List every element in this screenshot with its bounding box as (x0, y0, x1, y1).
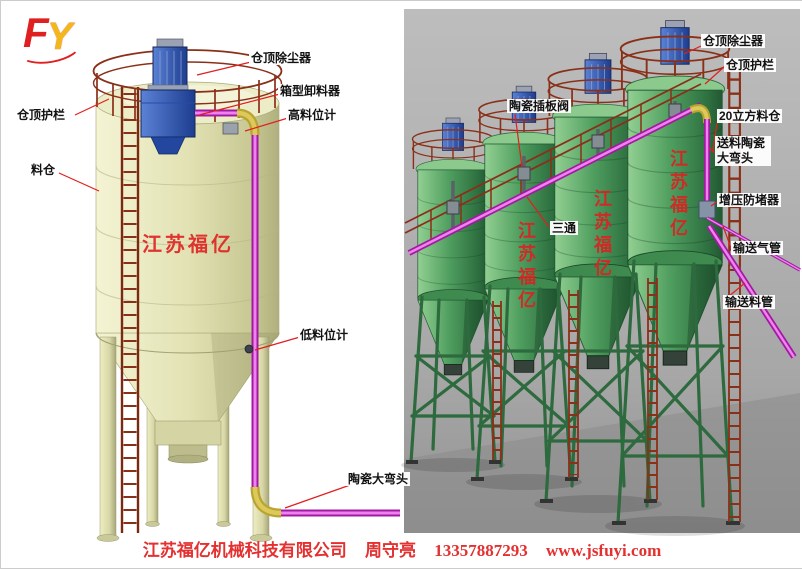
silo-shadows (401, 458, 745, 536)
fy-logo: F Y (17, 9, 93, 69)
booster-device (698, 200, 716, 219)
left-level-gauges (222, 122, 254, 354)
label-booster-anti-clog: 增压防堵器 (717, 193, 782, 207)
label-left-dust-collector: 仓顶除尘器 (249, 51, 314, 65)
footer-company: 江苏福亿机械科技有限公司 (142, 541, 347, 560)
label-box-discharger: 箱型卸料器 (278, 84, 343, 98)
label-silo-20m3: 20立方料仓 (717, 109, 783, 123)
footer-phone: 13357887293 (434, 541, 528, 560)
left-box-discharger (140, 84, 196, 155)
label-low-level-gauge: 低料位计 (298, 328, 351, 342)
watermark-left: 江苏福亿 (142, 234, 234, 256)
footer-website: www.jsfuyi.com (546, 541, 662, 560)
watermark-silo4: 江苏福亿 (668, 149, 688, 241)
silo-ladders-lower (492, 265, 741, 522)
label-tee-joint: 三通 (550, 221, 579, 235)
label-air-pipe: 输送气管 (731, 241, 784, 255)
label-feed-ceramic-elbow: 送料陶瓷大弯头 (715, 136, 771, 166)
logo-letter-f: F (23, 9, 49, 56)
logo-letter-y: Y (47, 16, 73, 58)
right-silo-farm-drawing (401, 9, 801, 536)
label-high-level-gauge: 高料位计 (286, 108, 339, 122)
label-ceramic-elbow: 陶瓷大弯头 (346, 472, 411, 486)
left-magenta-pipe (195, 108, 400, 518)
label-silo: 料仓 (29, 163, 58, 177)
footer-contact-person: 周守亮 (365, 541, 417, 560)
label-ceramic-gate-valve: 陶瓷插板阀 (507, 99, 572, 113)
label-right-guardrail: 仓顶护栏 (724, 58, 777, 72)
label-material-pipe: 输送料管 (723, 295, 776, 309)
watermark-silo3: 江苏福亿 (592, 189, 612, 281)
watermark-silo2: 江苏福亿 (516, 221, 536, 313)
left-silo-drawing (92, 38, 400, 542)
footer-contact-line: 江苏福亿机械科技有限公司 周守亮 13357887293 www.jsfuyi.… (1, 536, 802, 561)
left-dust-collector (152, 38, 188, 90)
label-right-dust-collector: 仓顶除尘器 (701, 34, 766, 48)
silo-support-frames (409, 259, 734, 525)
left-silo-ladder (120, 87, 140, 533)
label-left-guardrail: 仓顶护栏 (15, 108, 68, 122)
frame-feet (406, 460, 740, 525)
